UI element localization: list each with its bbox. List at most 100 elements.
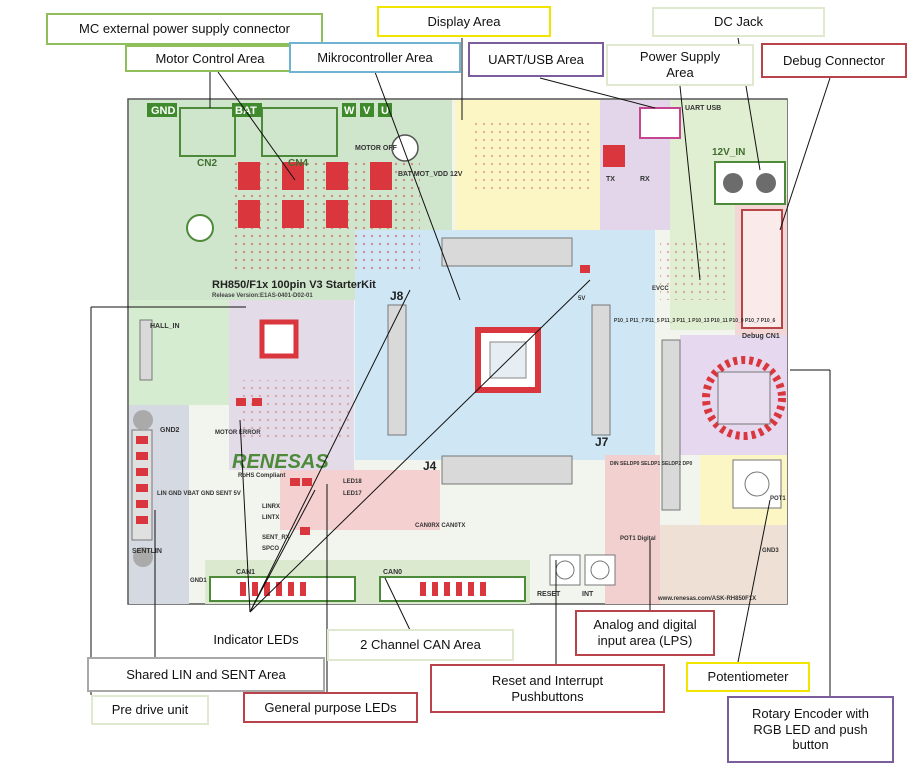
silk-seldp: DIN SELDP0 SELDP1 SELDP2 DP0 (610, 461, 692, 467)
silk-cn2: CN2 (197, 158, 217, 169)
callout-dc-jack: DC Jack (652, 7, 825, 37)
callout-pre-drive: Pre drive unit (91, 695, 209, 725)
header-j7 (591, 304, 611, 436)
callout-indicator-leds: Indicator LEDs (197, 626, 315, 654)
silk-j7: J7 (595, 435, 609, 449)
component-texture (240, 380, 350, 440)
silk-sent-rx: SENT_RX (262, 535, 290, 541)
silk-debug: Debug CN1 (742, 333, 780, 340)
header-top (441, 237, 573, 267)
callout-lin-sent: Shared LIN and SENT Area (87, 657, 325, 692)
silk-pot1: POT1 (770, 496, 786, 502)
callout-general-purpose-leds: General purpose LEDs (243, 692, 418, 723)
potentiometer-shape (732, 459, 782, 509)
silk-motor-error: MOTOR ERROR (215, 430, 261, 436)
bat-tag (232, 103, 262, 117)
callout-potentiometer: Potentiometer (686, 662, 810, 692)
silk-reset: RESET (537, 591, 561, 598)
can0-connector (379, 576, 526, 602)
cn2-connector (179, 107, 236, 157)
indicator-led-group (236, 265, 590, 535)
silk-gnd3: GND3 (762, 548, 779, 554)
silk-spco: SPCO (262, 546, 279, 552)
renesas-logo: RENESAS (232, 451, 329, 473)
silk-hall-in: HALL_IN (150, 323, 180, 330)
silk-motor-off: MOTOR OFF (355, 145, 398, 152)
silk-int: INT (582, 591, 594, 598)
silk-can1: CAN1 (236, 569, 255, 576)
board-website: www.renesas.com/ASK-RH850F1X (657, 596, 756, 602)
cn4-connector (261, 107, 338, 157)
callout-display: Display Area (377, 6, 551, 37)
u-tag (378, 103, 392, 117)
silk-5v: 5V (578, 296, 585, 302)
silk-evcc: EVCC (652, 286, 669, 292)
silk-j4: J4 (423, 459, 437, 473)
header-left (139, 319, 153, 381)
dc-jack-pin-a (723, 173, 743, 193)
mount-hole-1 (133, 410, 153, 430)
v-tag (360, 103, 374, 117)
board-title: RH850/F1x 100pin V3 StarterKit (212, 279, 376, 291)
callout-uart-usb: UART/USB Area (468, 42, 604, 77)
silk-v: V (363, 105, 371, 117)
mount-hole-2 (133, 547, 153, 567)
w-tag (342, 103, 356, 117)
header-j8 (387, 304, 407, 436)
uart-chip (603, 145, 625, 167)
silk-can0: CAN0 (383, 569, 402, 576)
capacitor-c1 (186, 214, 214, 242)
rotary-ring (702, 356, 786, 440)
silk-gnd: GND (151, 105, 176, 117)
silk-gnd2: GND2 (160, 427, 180, 434)
callout-analog-digital-input: Analog and digital input area (LPS) (575, 610, 715, 656)
capacitor-c2 (391, 134, 419, 162)
silk-lintx: LINTX (262, 515, 279, 521)
callout-power-supply: Power Supply Area (606, 44, 754, 86)
silk-adc-pins: P10_1 P11_7 P11_5 P11_3 P11_1 P10_13 P10… (614, 318, 775, 324)
debug-connector-shape (741, 209, 783, 329)
component-texture (475, 120, 595, 190)
silk-led17: LED17 (343, 491, 362, 497)
component-texture (660, 240, 730, 300)
silk-linrx: LINRX (262, 504, 280, 510)
rotary-body (717, 371, 771, 425)
callout-reset-interrupt: Reset and Interrupt Pushbuttons (430, 664, 665, 713)
reset-button-cap (555, 560, 575, 580)
silk-pot-digital: POT1 Digital (620, 536, 656, 542)
silk-rohs: RoHS Compliant (238, 473, 285, 479)
silk-j8: J8 (390, 289, 404, 303)
callout-rotary-encoder: Rotary Encoder with RGB LED and push but… (727, 696, 894, 763)
can-pins (240, 582, 486, 596)
silk-sentlin: SENTLIN (132, 548, 162, 555)
silk-led18: LED18 (343, 479, 362, 485)
bottom-right-zone (660, 525, 787, 604)
potentiometer-knob (744, 471, 770, 497)
usb-connector-shape (639, 107, 681, 139)
pre-drive-chip (259, 319, 299, 359)
int-button-cap (590, 560, 610, 580)
silk-u: U (381, 105, 389, 117)
gnd-tag (147, 103, 177, 117)
board-release: Release Version:E1AS-0401-D02-01 (212, 293, 313, 299)
silk-cn4: CN4 (288, 158, 308, 169)
header-lps (661, 339, 681, 511)
can1-connector (209, 576, 356, 602)
callout-debug-connector: Debug Connector (761, 43, 907, 78)
dc-jack-pin-b (756, 173, 776, 193)
lin-pins (136, 436, 148, 524)
silk-can0rx: CAN0RX CAN0TX (415, 523, 465, 529)
silk-tx: TX (606, 176, 615, 183)
callout-microcontroller: Mikrocontroller Area (289, 42, 461, 73)
silk-w: W (344, 105, 355, 117)
silk-gnd1: GND1 (190, 578, 207, 584)
header-j4 (441, 455, 573, 485)
silk-12v-in: 12V_IN (712, 147, 745, 158)
silk-lin-pins: LIN GND VBAT GND SENT 5V (157, 491, 241, 497)
callout-can-area: 2 Channel CAN Area (327, 629, 514, 661)
callout-motor-control: Motor Control Area (125, 45, 295, 72)
silk-rx: RX (640, 176, 650, 183)
silk-bat-mot-vdd: BAT MOT_VDD 12V (398, 171, 463, 178)
